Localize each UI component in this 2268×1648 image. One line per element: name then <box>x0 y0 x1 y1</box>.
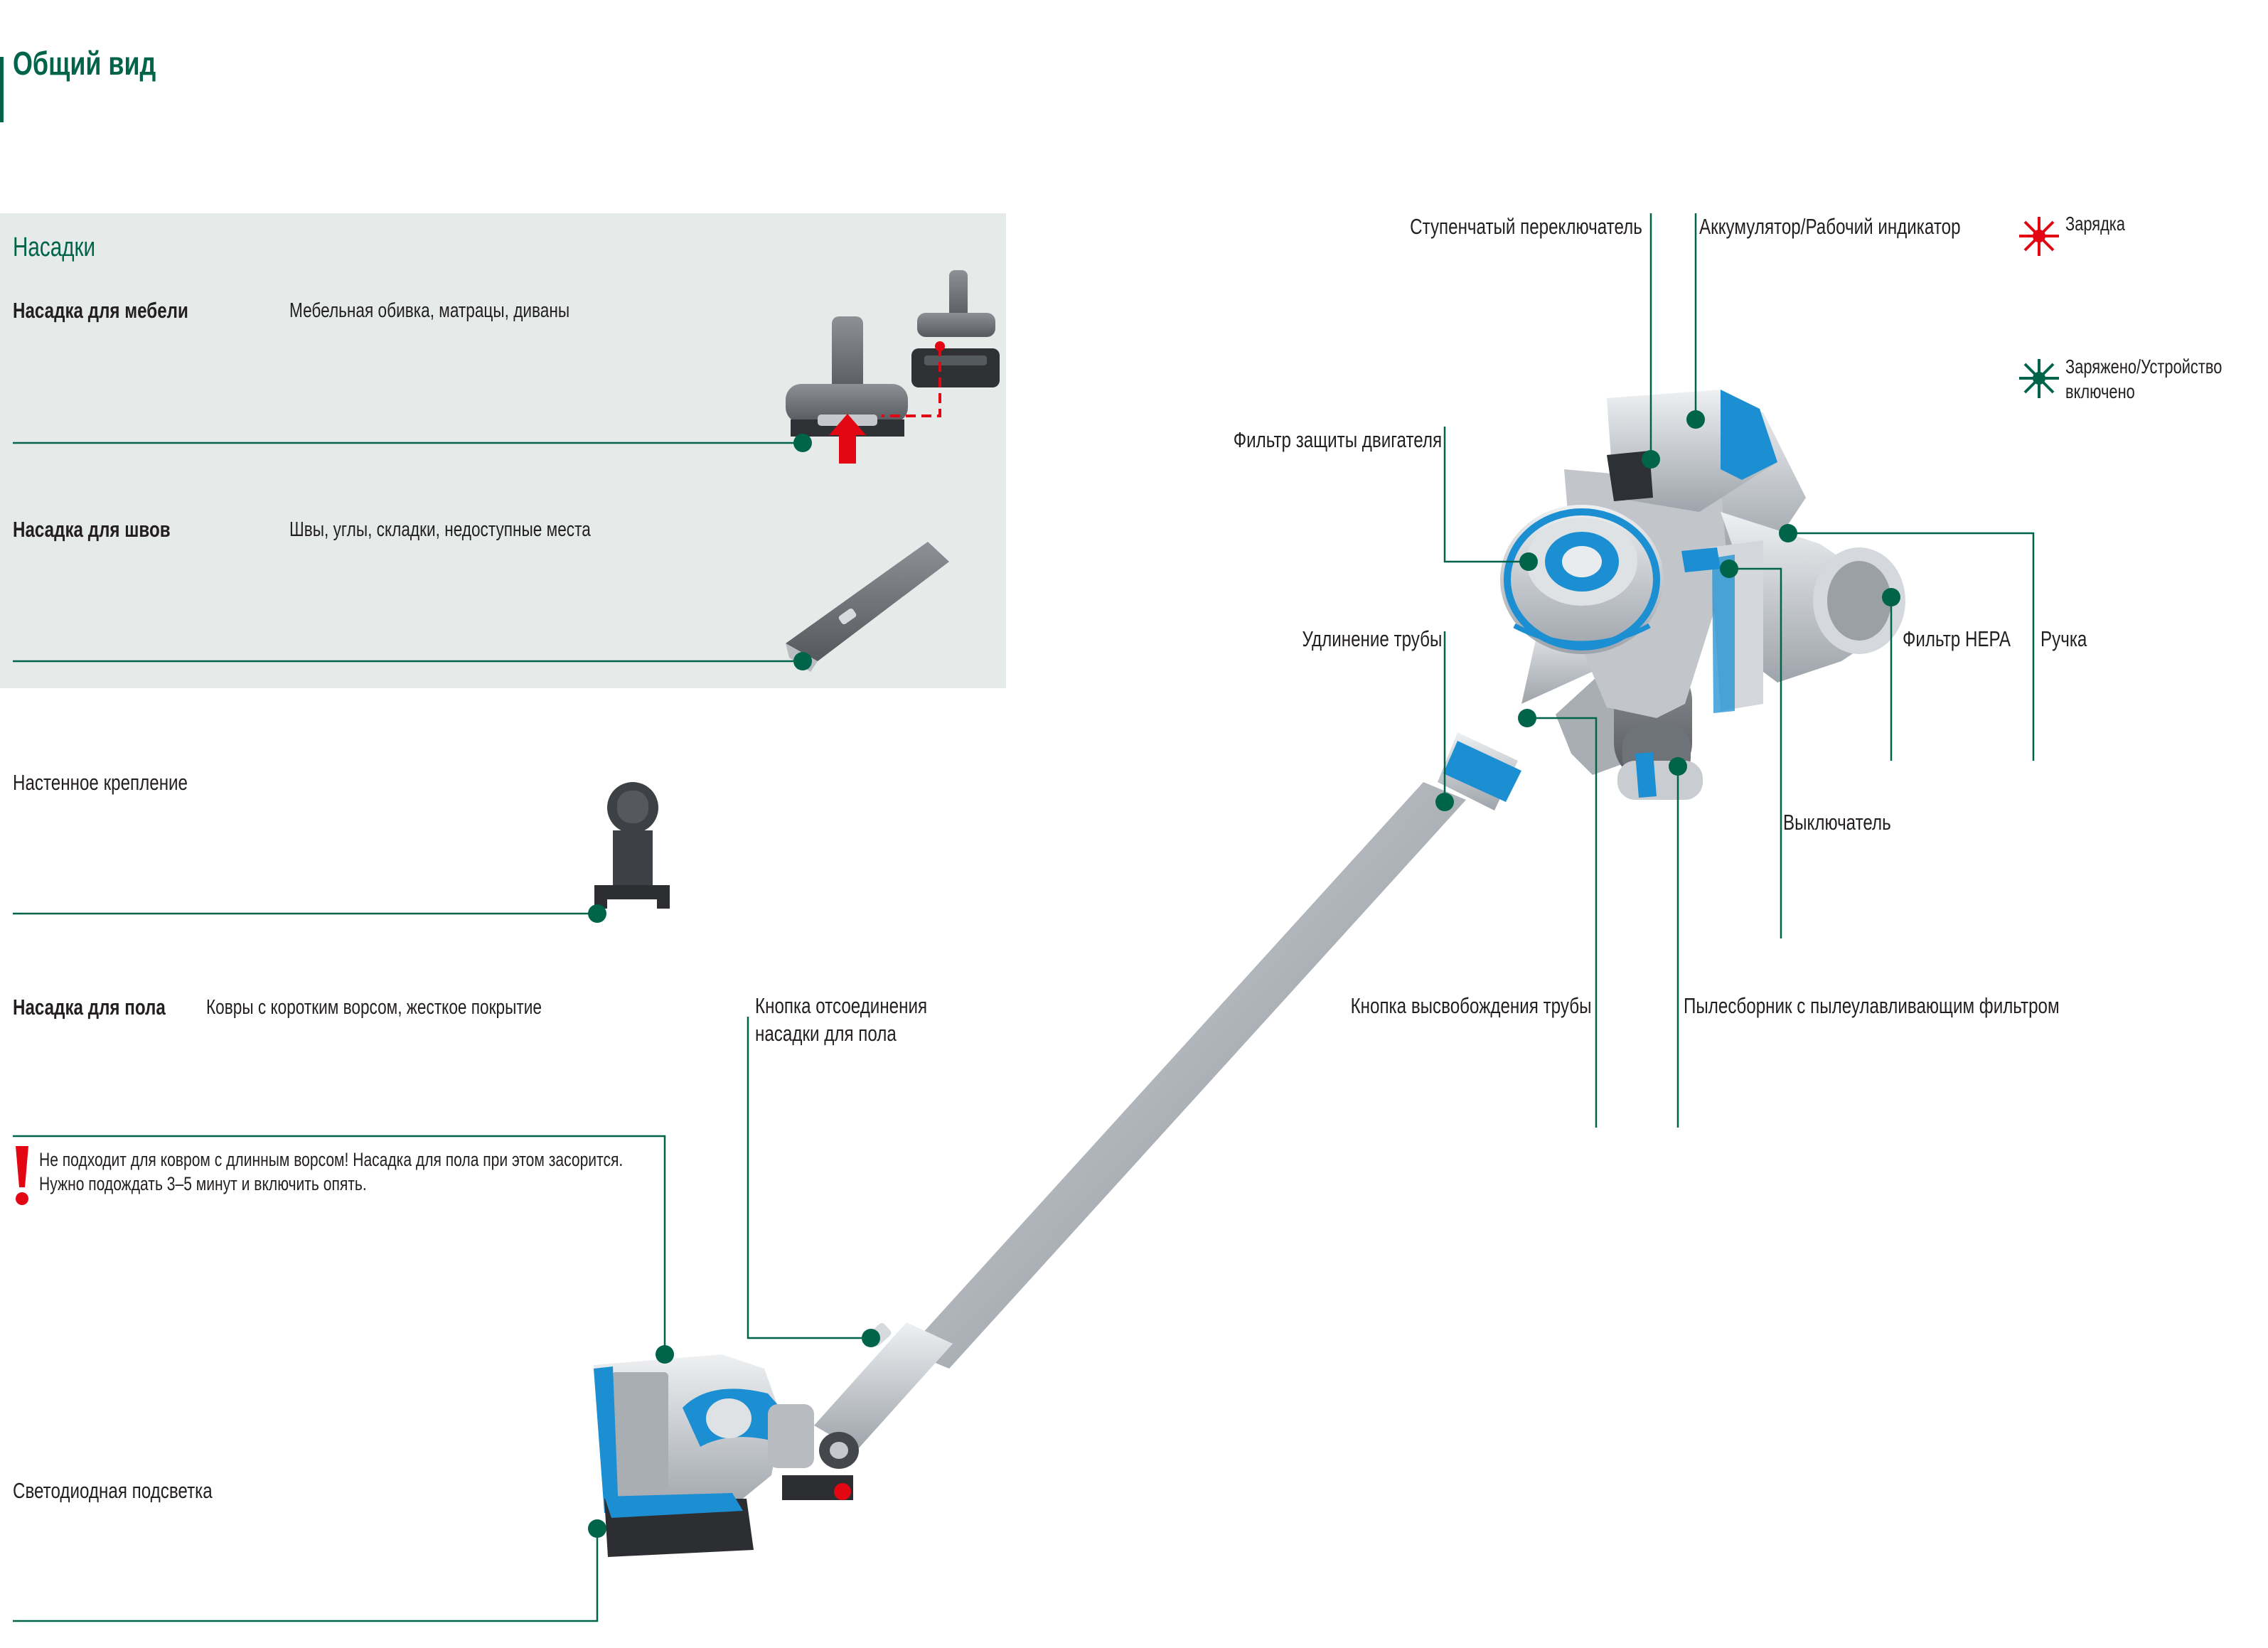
legend-charged-line-1: Заряжено/Устройство <box>2065 355 2222 378</box>
dot-battery-indicator <box>1686 410 1705 429</box>
warning-line-2: Нужно подождать 3–5 минут и включить опя… <box>39 1172 367 1194</box>
vacuum-tube <box>814 732 1521 1450</box>
callout-battery-indicator: Аккумулятор/Рабочий индикатор <box>1699 214 1961 239</box>
warning-line-1: Не подходит для ковром с длинным ворсом!… <box>39 1149 624 1170</box>
legend-charged-line-2: включено <box>2065 380 2135 402</box>
leader-lines <box>13 213 2035 1622</box>
legend-charging-label: Зарядка <box>2065 213 2125 235</box>
dot-tube-extension <box>1435 793 1454 811</box>
dot-handle <box>1779 524 1797 542</box>
crevice-nozzle-name: Насадка для швов <box>13 517 171 542</box>
page-title: Общий вид <box>13 45 156 82</box>
callout-handle: Ручка <box>2040 626 2087 651</box>
vacuum-body <box>1500 390 1905 800</box>
dot-hepa-filter <box>1882 588 1900 606</box>
dot-crevice-nozzle <box>793 652 812 670</box>
dot-wall-mount <box>588 904 606 923</box>
floor-nozzle-description: Ковры с коротким ворсом, жесткое покрыти… <box>206 996 542 1019</box>
callout-dust-container: Пылесборник с пылеулавливающим фильтром <box>1684 993 2060 1018</box>
legend-charged-label: Заряжено/Устройство включено <box>2065 354 2222 404</box>
callout-dots <box>588 410 1900 1538</box>
attachments-panel-title: Насадки <box>13 232 96 262</box>
charged-indicator-icon <box>2019 359 2059 398</box>
callout-power-switch: Выключатель <box>1783 810 1891 835</box>
callout-step-switch: Ступенчатый переключатель <box>1410 214 1642 239</box>
callout-motor-filter: Фильтр защиты двигателя <box>1233 427 1442 452</box>
callout-nozzle-release-line-1: Кнопка отсоединения <box>755 993 928 1018</box>
dot-furniture-nozzle <box>793 434 812 452</box>
title-accent-bar <box>0 57 4 122</box>
callout-tube-extension: Удлинение трубы <box>1302 626 1442 651</box>
furniture-nozzle-image <box>786 270 1000 464</box>
crevice-nozzle-description: Швы, углы, складки, недоступные места <box>289 518 591 541</box>
callout-tube-release: Кнопка высвобождения трубы <box>1350 993 1591 1018</box>
dot-tube-release <box>1518 709 1536 727</box>
warning-icon <box>16 1146 28 1205</box>
dot-motor-filter <box>1519 552 1538 571</box>
dot-nozzle-release <box>862 1329 880 1347</box>
charging-indicator-icon <box>2019 217 2059 256</box>
wall-mount-image <box>594 782 670 909</box>
furniture-nozzle-description: Мебельная обивка, матрацы, диваны <box>289 299 570 322</box>
dot-dust-container <box>1669 757 1687 776</box>
dot-floor-nozzle <box>656 1345 674 1364</box>
wall-mount-label: Настенное крепление <box>13 770 188 795</box>
callout-hepa-filter: Фильтр HEPA <box>1903 626 2011 651</box>
callout-nozzle-release: Кнопка отсоединения насадки для пола <box>755 992 927 1048</box>
floor-nozzle-name: Насадка для пола <box>13 995 166 1020</box>
warning-text: Не подходит для ковром с длинным ворсом!… <box>39 1148 623 1197</box>
crevice-nozzle-image <box>786 542 949 672</box>
dot-step-switch <box>1642 450 1660 469</box>
dot-power-switch <box>1720 560 1738 578</box>
callout-nozzle-release-line-2: насадки для пола <box>755 1020 897 1046</box>
dot-led-light <box>588 1519 606 1538</box>
floor-nozzle-image <box>594 1354 859 1557</box>
led-light-label: Светодиодная подсветка <box>13 1478 213 1503</box>
furniture-nozzle-name: Насадка для мебели <box>13 298 188 323</box>
